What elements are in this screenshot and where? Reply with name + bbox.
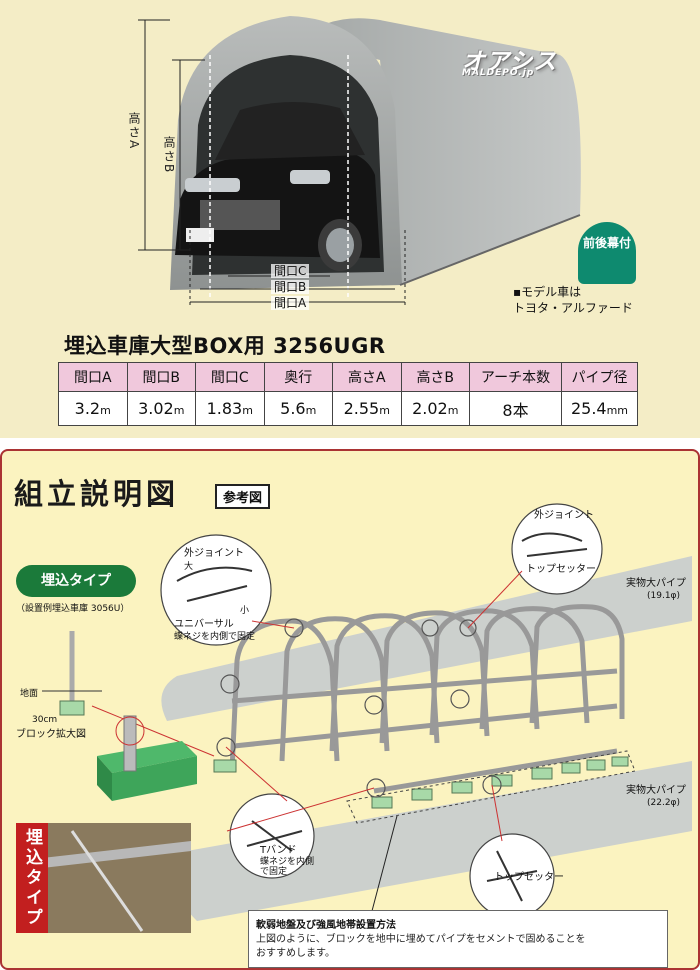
t-band-sub1: 蝶ネジを内側 [260,857,315,867]
spec-header: 高さB [400,362,470,392]
spec-header: 間口C [195,362,265,392]
width-a-label: 間口A [271,296,310,310]
spec-value: 8本 [469,391,562,426]
reference-tag: 参考図 [215,484,271,509]
spec-value: 1.83m [195,391,265,426]
install-note: 軟弱地盤及び強風地帯設置方法 上図のように、ブロックを地中に埋めてパイプをセメン… [248,910,668,968]
assembly-diagram [16,503,693,933]
spec-header: 間口A [58,362,128,392]
spec-header-row: 間口A 間口B 間口C 奥行 高さA 高さB アーチ本数 パイプ径 [58,362,638,392]
assembly-panel: 組立説明図 参考図 埋込タイプ （設置例埋込車庫 3056U） 地面 30cm … [0,449,700,970]
outer-joint-large-label: 大 [184,562,194,572]
pipe-large-top-size: (19.1φ) [647,591,680,601]
spec-header: パイプ径 [561,362,638,392]
outer-joint-left-label: 外ジョイント [184,548,244,559]
install-note-line1: 上図のように、ブロックを地中に埋めてパイプをセメントで固めることを [256,934,586,945]
product-title: 埋込車庫大型BOX用 3256UGR [64,334,386,358]
install-note-title: 軟弱地盤及び強風地帯設置方法 [256,920,396,931]
spec-value-row: 3.2m 3.02m 1.83m 5.6m 2.55m 2.02m 8本 25.… [58,391,638,426]
pipe-large-top-label: 実物大パイプ [626,578,686,589]
height-a-label: 高さA [127,112,141,151]
spec-header: 奥行 [263,362,333,392]
install-note-line2: おすすめします。 [256,948,335,959]
install-note-body: 上図のように、ブロックを地中に埋めてパイプをセメントで固めることを おすすめしま… [256,933,660,961]
spec-header: アーチ本数 [469,362,562,392]
spec-value: 2.02m [400,391,470,426]
assembly-title: 組立説明図 [14,477,180,511]
spec-value: 5.6m [263,391,333,426]
brand-logo: オアシス [462,49,558,75]
width-b-label: 間口B [271,280,310,294]
spec-header: 高さA [332,362,402,392]
top-setter-bottom-label: トップセッター [494,872,564,883]
garage-photo [0,0,700,325]
depth-label: 30cm [32,715,58,725]
universal-label: ユニバーサル [174,619,234,630]
pipe-large-bottom-size: (22.2φ) [647,798,680,808]
block-label: ブロック拡大図 [16,729,86,740]
outer-joint-small-label: 小 [240,606,250,616]
embed-type-sub: （設置例埋込車庫 3056U） [16,604,130,614]
embed-type-label: 埋込タイプ [16,565,136,597]
ground-label: 地面 [20,689,39,699]
spec-value: 25.4mm [561,391,638,426]
outer-joint-top-label: 外ジョイント [534,510,594,521]
brand-url: MALDEPO.jp [462,68,535,78]
model-note-line1: ▪モデル車は [513,285,582,299]
spec-header: 間口B [126,362,196,392]
model-note-line2: トヨタ・アルファード [513,301,633,315]
front-rear-curtain-badge: 前後幕付 [578,222,636,284]
top-setter-top-label: トップセッター [526,564,596,575]
spec-value: 3.2m [58,391,128,426]
spec-table: 間口A 間口B 間口C 奥行 高さA 高さB アーチ本数 パイプ径 3.2m 3… [58,362,638,426]
height-b-label: 高さB [162,136,176,175]
width-c-label: 間口C [271,264,310,278]
model-car-note: ▪モデル車は トヨタ・アルファード [513,284,633,316]
t-band-label: Tバンド [260,845,297,856]
embed-type-photo-tag: 埋込タイプ [16,823,48,933]
spec-value: 2.55m [332,391,402,426]
product-panel: オアシス MALDEPO.jp 高さA 高さB 間口C 間口B 間口A 前後幕付… [0,0,700,438]
pipe-large-bottom-label: 実物大パイプ [626,785,686,796]
t-band-sub2: で固定 [260,867,288,877]
spec-value: 3.02m [126,391,196,426]
universal-sub-label: 蝶ネジを内側で固定 [174,632,256,642]
